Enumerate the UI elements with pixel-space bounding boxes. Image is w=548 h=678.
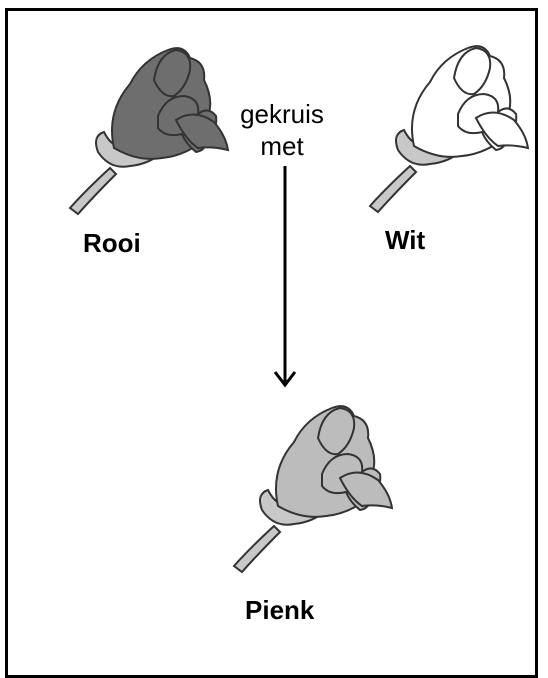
- red-flower-image: [68, 47, 230, 216]
- pink-flower-image: [232, 405, 394, 574]
- offspring-label: Pienk: [245, 595, 315, 625]
- parent-label-red: Rooi: [83, 228, 141, 258]
- cross-caption-line1: gekruis: [240, 99, 324, 129]
- cross-arrow: [273, 166, 297, 388]
- white-flower-image: [368, 45, 530, 214]
- parent-label-white: Wit: [385, 225, 426, 255]
- cross-caption: gekruis met: [232, 98, 332, 162]
- cross-caption-line2: met: [260, 131, 304, 161]
